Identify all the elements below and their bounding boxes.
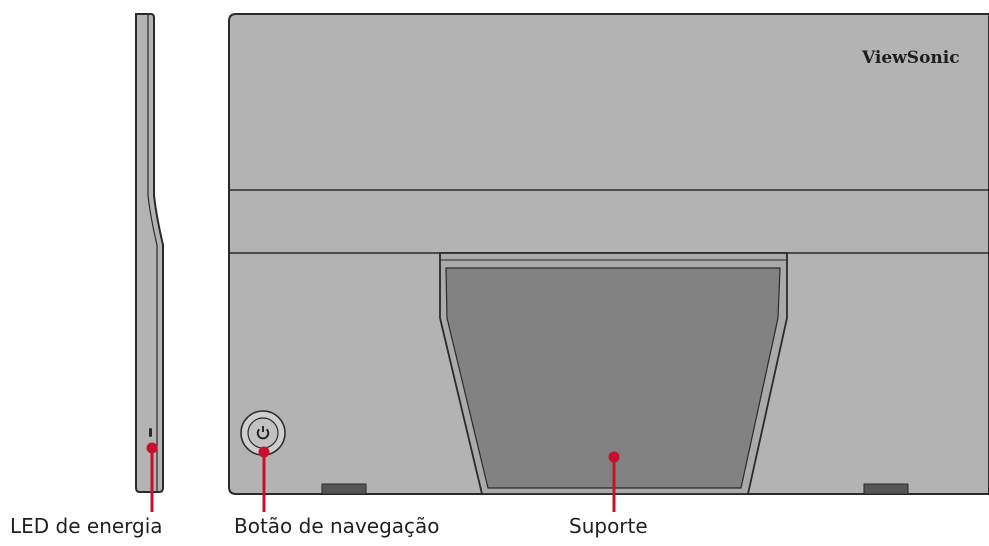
navigation-button-label: Botão de navegação	[234, 514, 440, 538]
power-led-label: LED de energia	[10, 514, 163, 538]
monitor-rear-view: ViewSonic	[228, 13, 989, 495]
monitor-side-view	[135, 13, 164, 493]
brand-logo: ViewSonic	[861, 48, 960, 68]
power-icon	[256, 426, 270, 440]
callout-power-led	[146, 442, 158, 512]
stand	[439, 252, 788, 495]
stand-label: Suporte	[569, 514, 648, 538]
callout-navigation-button	[258, 446, 270, 512]
right-foot	[863, 483, 909, 495]
callout-stand	[608, 451, 620, 512]
power-led-indicator	[149, 428, 152, 437]
left-foot	[321, 483, 367, 495]
